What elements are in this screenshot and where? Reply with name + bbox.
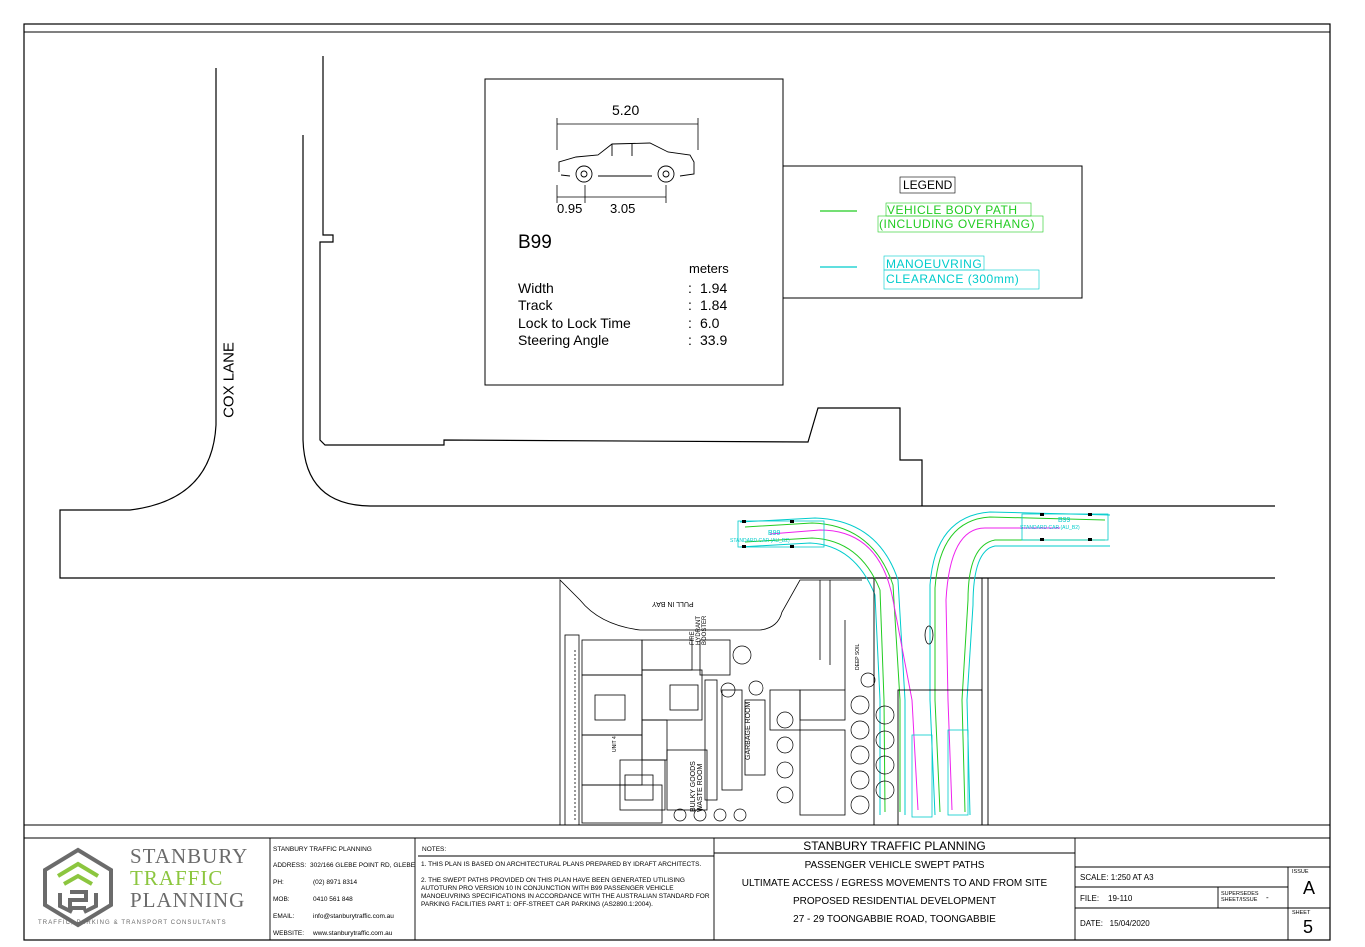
company-name-line2: TRAFFIC — [130, 866, 224, 890]
contact-block: STANBURY TRAFFIC PLANNING ADDRESS:302/16… — [273, 846, 415, 947]
legend-body-path-line2: (INCLUDING OVERHANG) — [879, 217, 1036, 231]
spec-row: Width:1.94 — [518, 280, 728, 296]
spec-row: Track:1.84 — [518, 297, 728, 314]
car-side-icon — [558, 142, 695, 183]
spec-row: Steering Angle:33.9 — [518, 331, 728, 348]
drawing-frame — [23, 31, 1331, 826]
contact-row: EMAIL:info@stanburytraffic.com.au — [273, 913, 394, 920]
supersedes-label: SUPERSEDES SHEET/ISSUE — [1221, 891, 1259, 903]
note-2: 2. THE SWEPT PATHS PROVIDED ON THIS PLAN… — [421, 877, 710, 908]
project-address: 27 - 29 TOONGABBIE ROAD, TOONGABBIE — [793, 914, 996, 925]
building-floor-plan — [559, 579, 862, 826]
project-title-3: PROPOSED RESIDENTIAL DEVELOPMENT — [792, 896, 996, 907]
scale-field: SCALE: 1:250 AT A3 — [1080, 873, 1154, 882]
swept-path-right — [929, 511, 1111, 816]
legend-clearance-line1: MANOEUVRING — [886, 257, 983, 271]
road-boundary-south — [59, 68, 1275, 579]
project-title-2: ULTIMATE ACCESS / EGRESS MOVEMENTS TO AN… — [741, 878, 1048, 889]
date-field: DATE: 15/04/2020 — [1080, 919, 1150, 928]
pull-in-bay-label: PULL IN BAY — [652, 600, 694, 607]
legend-clearance-line2: CLEARANCE (300mm) — [886, 272, 1020, 286]
issue-value: A — [1303, 878, 1316, 898]
car-tag-left: STANDARD CAR (AU_B2) — [730, 538, 790, 544]
contact-row: PH:(02) 8971 8314 — [273, 879, 358, 886]
project-firm: STANBURY TRAFFIC PLANNING — [803, 839, 986, 853]
notes-heading: NOTES: — [422, 846, 447, 853]
company-name-line3: PLANNING — [130, 888, 246, 912]
vehicle-name: B99 — [518, 232, 552, 253]
company-name-line1: STANBURY — [130, 844, 249, 868]
contact-row: WEBSITE:www.stanburytraffic.com.au — [273, 930, 393, 937]
deep-soil-label: DEEP SOIL — [855, 643, 861, 670]
property-boundary — [319, 56, 923, 506]
swept-path-left — [739, 517, 919, 815]
note-1: 1. THIS PLAN IS BASED ON ARCHITECTURAL P… — [421, 861, 702, 868]
vehicle-length-dimension: 5.20 — [612, 102, 640, 118]
spec-row: Lock to Lock Time:6.0 — [518, 314, 720, 331]
sheet-value: 5 — [1303, 917, 1314, 937]
landscape-trees — [673, 645, 895, 822]
fire-hydrant-label: FIRE HYDRANT BOOSTER — [690, 615, 708, 645]
road-boundary-north — [302, 135, 1275, 507]
vehicle-units: meters — [689, 261, 729, 276]
project-title-1: PASSENGER VEHICLE SWEPT PATHS — [804, 860, 985, 871]
car-position-left — [737, 520, 825, 548]
title-block-frame — [24, 837, 1330, 940]
file-field: FILE: 19-110 — [1080, 894, 1133, 903]
contact-row: ADDRESS:302/166 GLEBE POINT RD, GLEBE — [273, 862, 415, 869]
contact-row: MOB:0410 561 848 — [273, 896, 353, 903]
car-label-left: B99 — [768, 530, 781, 537]
legend-body-path-label: VEHICLE BODY PATH (INCLUDING OVERHANG) — [879, 203, 1035, 231]
vehicle-wheelbase-dimension: 3.05 — [610, 201, 636, 216]
issue-label: ISSUE — [1292, 869, 1309, 875]
bulky-goods-label: BULKY GOODS WASTE ROOM — [690, 761, 704, 812]
project-title-block: STANBURY TRAFFIC PLANNING PASSENGER VEHI… — [714, 839, 1075, 925]
vehicle-specs-table: Width:1.94 Track:1.84 Lock to Lock Time:… — [518, 280, 778, 349]
supersedes-value: - — [1266, 893, 1269, 902]
garbage-room-label: GARBAGE ROOM — [745, 701, 752, 760]
sheet-label: SHEET — [1292, 910, 1311, 916]
company-tagline: TRAFFIC, PARKING & TRANSPORT CONSULTANTS — [38, 920, 227, 926]
contact-heading: STANBURY TRAFFIC PLANNING — [273, 846, 372, 853]
street-name-cox-lane: COX LANE — [220, 342, 238, 418]
car-label-right: B99 — [1058, 517, 1071, 524]
car-position-right — [1021, 513, 1109, 541]
company-name: STANBURY TRAFFIC PLANNING — [130, 845, 248, 911]
legend-body-path-line1: VEHICLE BODY PATH — [887, 203, 1018, 217]
vehicle-spec-box — [484, 78, 784, 386]
car-tag-right: STANDARD CAR (AU_B2) — [1020, 525, 1080, 531]
legend-title: LEGEND — [903, 178, 953, 192]
unit-label: UNIT 4 — [612, 736, 618, 752]
stanbury-logo-icon — [43, 847, 113, 928]
vehicle-front-overhang-dimension: 0.95 — [557, 201, 583, 216]
legend-clearance-label: MANOEUVRING CLEARANCE (300mm) — [886, 257, 1019, 287]
